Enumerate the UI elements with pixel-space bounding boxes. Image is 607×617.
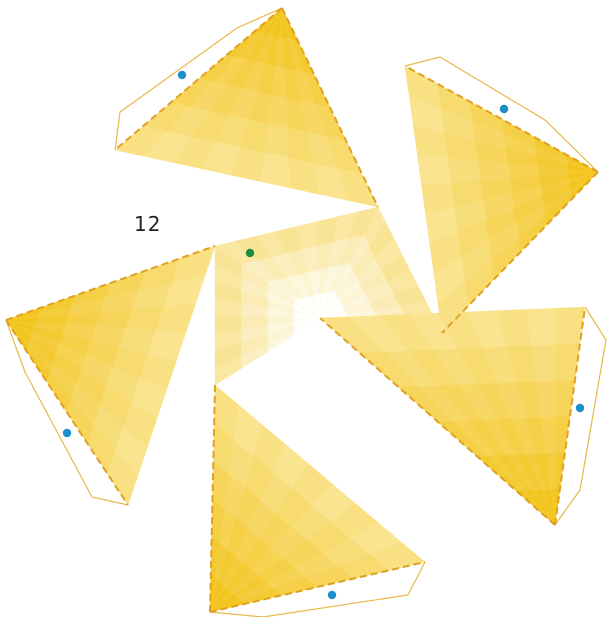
- glue-tab: [554, 306, 607, 526]
- glue-tabs: [5, 7, 607, 617]
- face-cell: [447, 157, 481, 183]
- glue-dots: [62, 70, 585, 600]
- piece-number: 12: [134, 212, 161, 236]
- arm-face: [114, 7, 443, 334]
- arm-face: [214, 306, 586, 526]
- face-cell: [555, 343, 581, 381]
- glue-tab: [114, 7, 283, 151]
- face-cell: [267, 94, 288, 129]
- fold-line: [5, 245, 216, 321]
- fold-lines: [5, 7, 599, 613]
- glue-dot: [62, 428, 72, 438]
- face-cell: [525, 308, 556, 346]
- fold-line: [281, 7, 379, 208]
- pentagon-faces: [5, 7, 599, 613]
- fold-line: [404, 65, 599, 173]
- start-dot: [245, 248, 255, 258]
- glue-tab: [5, 319, 129, 506]
- face-cell: [171, 245, 216, 283]
- glue-tab: [404, 56, 599, 173]
- arm-face: [5, 206, 379, 506]
- glue-tab: [209, 561, 426, 617]
- fold-line: [114, 7, 283, 151]
- face-cell: [417, 154, 452, 185]
- glue-dot: [499, 104, 509, 114]
- fold-line: [554, 306, 586, 526]
- glue-dot: [575, 403, 585, 413]
- glue-dot: [177, 70, 187, 80]
- fold-line: [5, 319, 129, 506]
- fold-line: [319, 317, 556, 526]
- face-cell: [477, 160, 510, 181]
- arm-face: [209, 245, 426, 613]
- fold-line: [209, 384, 216, 613]
- face-cell: [264, 123, 290, 159]
- face-cell: [260, 152, 291, 189]
- fold-line: [441, 171, 599, 334]
- glue-dot: [327, 590, 337, 600]
- fold-line: [209, 561, 426, 613]
